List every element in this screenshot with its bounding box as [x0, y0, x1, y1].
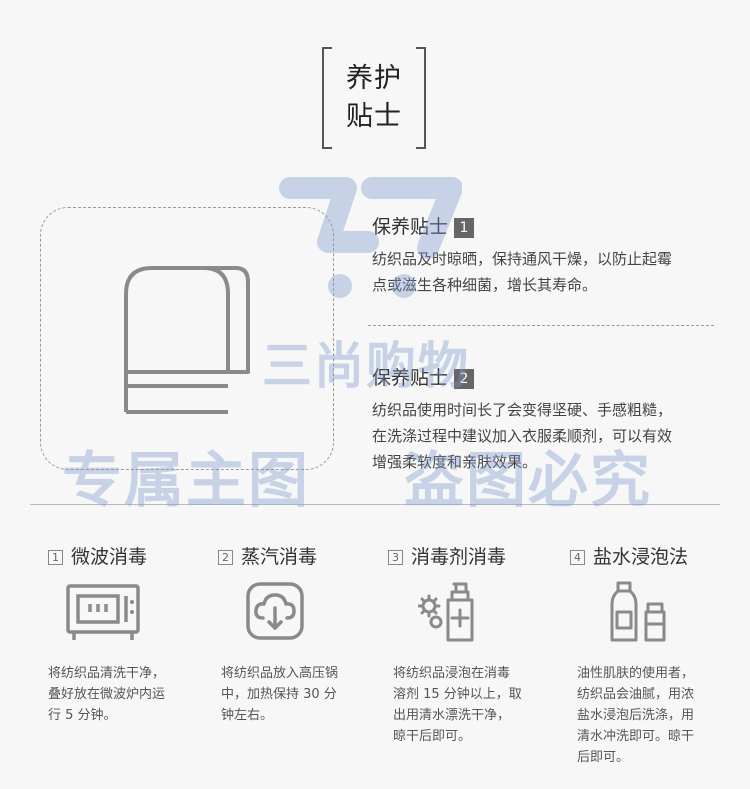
watermark-line-1: 三尚购物: [262, 337, 470, 395]
watermark-line-2: 专属主图: [62, 446, 310, 516]
tip-2-line: 增强柔软度和亲肤效果。: [372, 453, 538, 471]
method-1-desc-line: 叠好放在微波炉内运: [48, 687, 166, 702]
method-3-heading: 3 消毒剂消毒: [388, 542, 506, 569]
tip-2-number-badge: 2: [454, 369, 475, 389]
method-3-desc: 将纺织品浸泡在消毒 溶剂 15 分钟以上，取 出用清水漂洗干净， 晾干后即可。: [393, 663, 523, 747]
method-1-label: 微波消毒: [71, 546, 148, 568]
method-3-number: 3: [388, 550, 403, 565]
method-2-desc-line: 中，加热保持 30 分: [221, 687, 337, 702]
towel-icon: [124, 266, 250, 414]
method-3-desc-line: 溶剂 15 分钟以上，取: [393, 687, 522, 702]
method-4-desc-line: 盐水浸泡后洗涤，用: [577, 708, 695, 723]
tip-1-text: 纺织品及时晾晒，保持通风干燥，以防止起霉 点或滋生各种细菌，增长其寿命。: [372, 246, 672, 298]
tip-2-text: 纺织品使用时间长了会变得坚硬、手感粗糙， 在洗涤过程中建议加入衣服柔顺剂，可以有…: [372, 397, 672, 475]
method-2-desc-line: 钟左右。: [221, 708, 274, 723]
tip-divider: [368, 325, 714, 326]
right-bracket: [416, 47, 426, 149]
method-1-desc: 将纺织品清洗干净， 叠好放在微波炉内运 行 5 分钟。: [48, 663, 178, 726]
method-4-desc-line: 纺织品会油腻，用浓: [577, 687, 695, 702]
method-4-desc-line: 清水冲洗即可。晾干: [577, 729, 695, 744]
tip-2-line: 在洗涤过程中建议加入衣服柔顺剂，可以有效: [372, 427, 673, 445]
towel-card: [40, 207, 334, 470]
method-2-number: 2: [218, 550, 233, 565]
microwave-icon: [66, 584, 140, 640]
section-divider: [30, 504, 720, 505]
method-2-desc: 将纺织品放入高压锅 中，加热保持 30 分 钟左右。: [221, 663, 351, 726]
method-3-desc-line: 晾干后即可。: [393, 729, 472, 744]
method-3-desc-line: 将纺织品浸泡在消毒: [393, 666, 511, 681]
watermark-cart-icon: [279, 177, 462, 298]
tip-2-line: 纺织品使用时间长了会变得坚硬、手感粗糙，: [372, 401, 673, 419]
method-4-desc-line: 后即可。: [577, 750, 630, 765]
watermark-line-3: 盗图必究: [404, 446, 652, 516]
method-1-desc-line: 行 5 分钟。: [48, 708, 117, 723]
page-title-line2: 贴士: [346, 101, 402, 132]
tip-1-title: 保养贴士: [372, 216, 449, 238]
method-2-heading: 2 蒸汽消毒: [218, 542, 317, 569]
tip-1-line: 点或滋生各种细菌，增长其寿命。: [372, 276, 598, 294]
method-3-desc-line: 出用清水漂洗干净，: [393, 708, 511, 723]
method-4-label: 盐水浸泡法: [593, 546, 689, 568]
method-4-heading: 4 盐水浸泡法: [570, 542, 688, 569]
tip-1-line: 纺织品及时晾晒，保持通风干燥，以防止起霉: [372, 250, 673, 268]
method-1-number: 1: [48, 550, 63, 565]
method-1-heading: 1 微波消毒: [48, 542, 147, 569]
method-1-desc-line: 将纺织品清洗干净，: [48, 666, 166, 681]
method-2-desc-line: 将纺织品放入高压锅: [221, 666, 339, 681]
salt-bottles-icon: [610, 581, 666, 642]
method-4-desc: 油性肌肤的使用者， 纺织品会油腻，用浓 盐水浸泡后洗涤，用 清水冲洗即可。晾干 …: [577, 663, 707, 768]
disinfectant-icon: [418, 582, 474, 642]
left-bracket: [322, 47, 332, 149]
tip-2-title: 保养贴士: [372, 367, 449, 389]
method-4-desc-line: 油性肌肤的使用者，: [577, 666, 695, 681]
method-4-number: 4: [570, 550, 585, 565]
method-2-label: 蒸汽消毒: [241, 546, 318, 568]
tip-1-number-badge: 1: [454, 218, 475, 238]
steam-icon: [246, 582, 304, 640]
page-title-line1: 养护: [346, 63, 402, 94]
method-3-label: 消毒剂消毒: [411, 546, 507, 568]
tips-title-box: 养护 贴士: [322, 47, 426, 149]
